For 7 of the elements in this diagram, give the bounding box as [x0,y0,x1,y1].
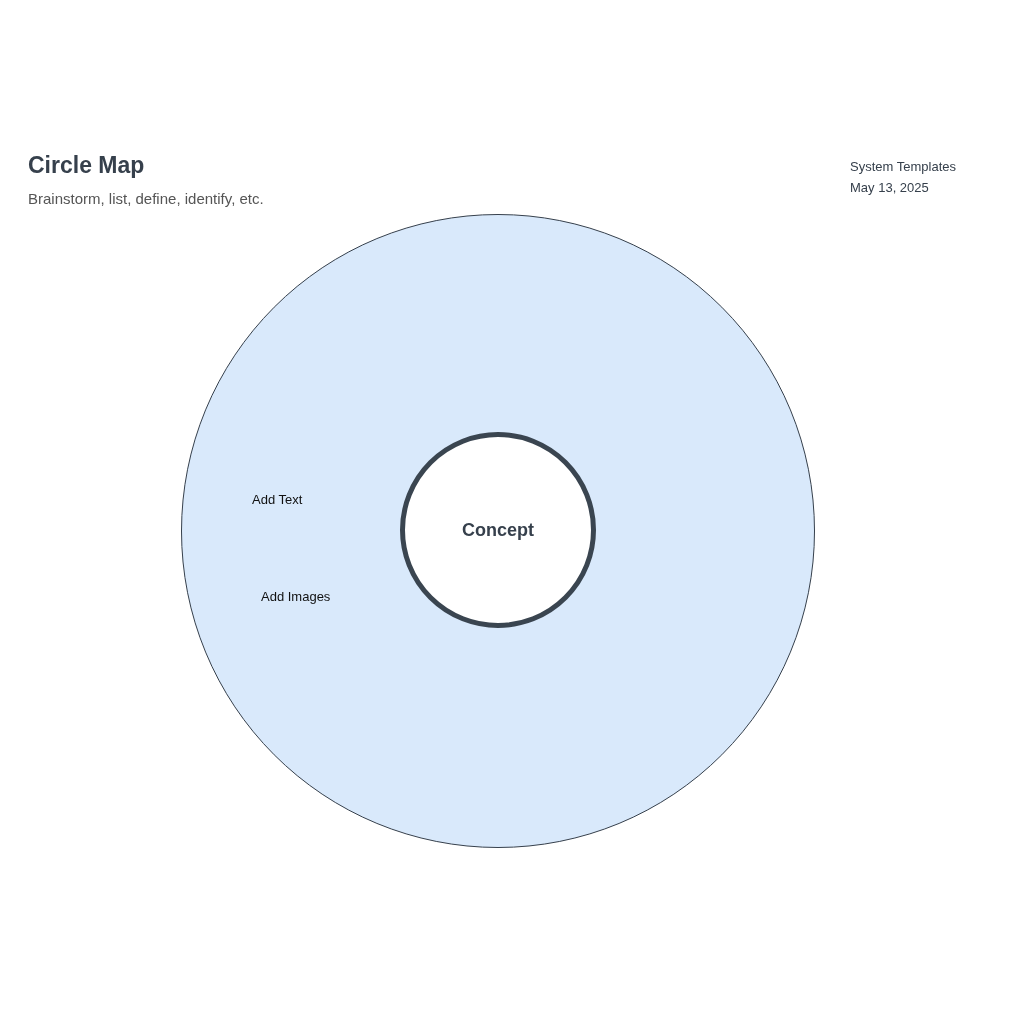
placeholder-text: Add Text [252,492,303,507]
concept-label: Concept [462,519,534,541]
placeholder-text: Add Images [261,589,331,604]
title: Circle Map [28,152,145,179]
author-text: System Templates [850,159,956,174]
date-text: May 13, 2025 [850,180,929,195]
subtitle: Brainstorm, list, define, identify, etc. [28,190,264,207]
